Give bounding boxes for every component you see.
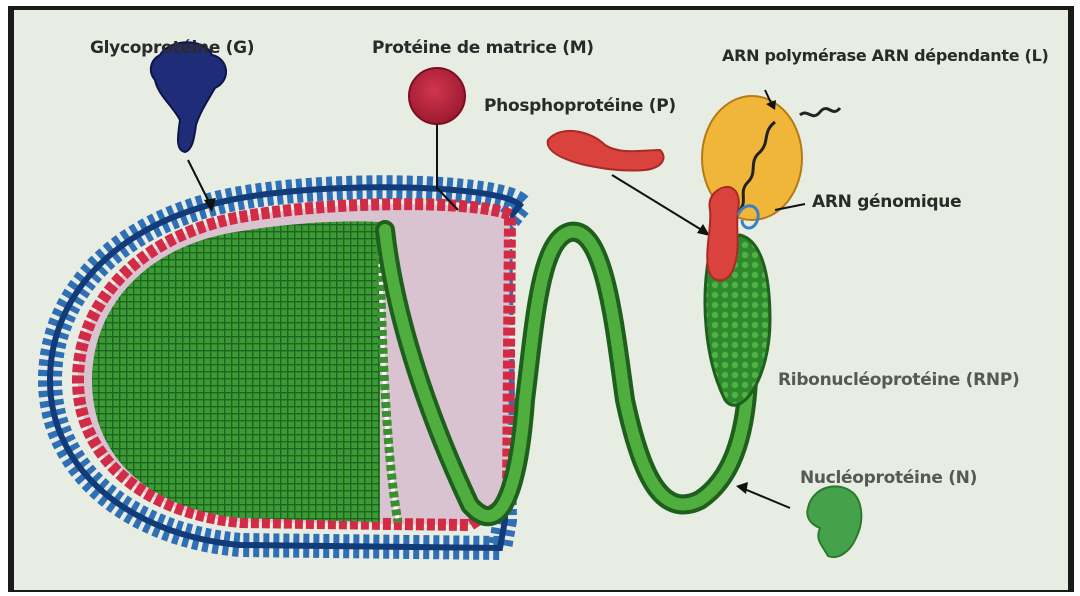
label-ribonucleoproteine: Ribonucléoprotéine (RNP) <box>778 370 1019 390</box>
matrix-protein-ball <box>409 68 465 124</box>
label-phosphoproteine: Phosphoprotéine (P) <box>484 96 676 116</box>
label-glycoproteine: Glycoprotéine (G) <box>90 38 254 58</box>
label-proteine-matrice: Protéine de matrice (M) <box>372 38 594 58</box>
phosphoprotein-bound <box>707 187 739 280</box>
label-arn-polymerase: ARN polymérase ARN dépendante (L) <box>722 46 1048 65</box>
label-nucleoproteine: Nucléoprotéine (N) <box>800 468 977 488</box>
label-arn-genomique: ARN génomique <box>812 192 961 212</box>
